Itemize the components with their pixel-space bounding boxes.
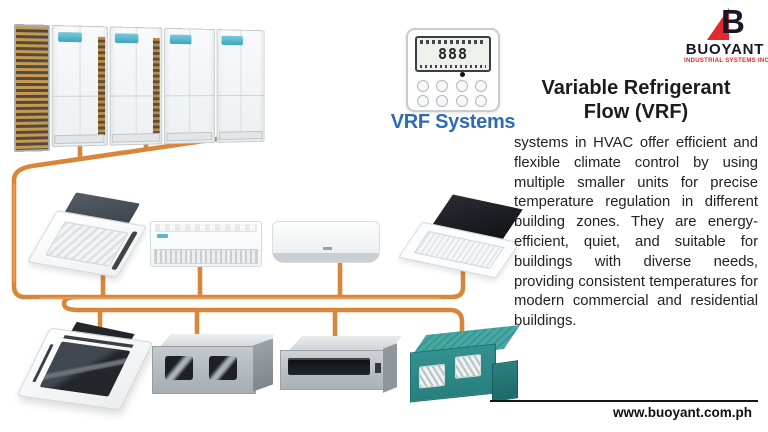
controller-buttons-row [417,80,487,92]
outdoor-module [109,26,163,146]
fan-inlet [165,356,193,380]
vrf-wired-controller: 888 [406,28,500,112]
logo-letter: B [721,3,745,40]
outdoor-unit-bank [14,24,265,152]
center-panel [39,341,131,397]
brand-mark [322,247,332,250]
fan-inlet [209,356,237,380]
ir-sensor-dot [460,72,465,77]
air-outlet-slot [288,358,370,375]
cassette-grille [413,230,505,270]
unit-side-face [253,338,273,392]
brand-chip [58,31,82,43]
logo-mark-icon: B [704,3,746,40]
condenser-coil-grille [14,24,50,152]
controller-button [417,80,429,92]
footer-divider [490,400,758,402]
fan-inlet [455,354,481,379]
brand-tagline: INDUSTRIAL SYSTEMS INC. [684,58,768,64]
coil-strip [97,36,105,136]
vrf-systems-caption: VRF Systems [390,111,516,133]
controller-button [455,95,468,107]
controller-button [455,80,468,92]
coil-strip [152,37,160,135]
title-line-1: Variable Refrigerant [541,77,731,99]
outdoor-module [163,27,215,145]
outdoor-module [51,24,108,148]
front-grille [154,249,258,264]
title-line-2: Flow (VRF) [583,101,689,123]
slim-ducted-unit [280,336,403,400]
base-rail [54,134,105,145]
brand-name: BUOYANT [685,41,765,58]
controller-button [436,80,449,92]
unit-front-face [280,350,386,390]
buoyant-logo: B BUOYANT INDUSTRIAL SYSTEMS INC. [684,3,768,64]
unit-front-face [410,343,496,403]
wall-mounted-split-unit [272,221,380,263]
lcd-value: 888 [437,45,469,63]
controller-button [417,95,429,107]
outdoor-module [216,29,265,143]
body-paragraph: systems in HVAC offer efficient and flex… [514,135,758,330]
controller-button [474,80,487,92]
page-title: Variable Refrigerant Flow (VRF) [512,76,760,124]
base-rail [218,130,263,141]
four-way-cassette-unit-bottom [16,321,154,411]
brand-chip [169,34,192,45]
brand-chip [221,35,243,46]
four-way-cassette-unit [26,192,148,278]
control-box [375,363,381,373]
one-way-cassette-unit [397,194,523,279]
air-outlet-band [273,253,379,262]
ducted-unit [152,334,275,396]
brand-chip [115,33,139,44]
controller-lcd: 888 [415,36,491,72]
controller-buttons-row [417,95,487,107]
brand-chip [157,234,168,238]
unit-side-face [383,343,397,393]
fan-inlet [419,363,445,389]
electrical-box [492,360,518,402]
website-url: www.buoyant.com.ph [612,405,752,420]
top-vent [155,224,257,232]
controller-button [436,95,449,107]
controller-button [474,95,487,107]
ceiling-suspended-unit [150,221,262,267]
base-rail [166,131,212,142]
unit-front-face [152,346,256,394]
base-rail [112,133,160,143]
cassette-panel [16,327,154,411]
